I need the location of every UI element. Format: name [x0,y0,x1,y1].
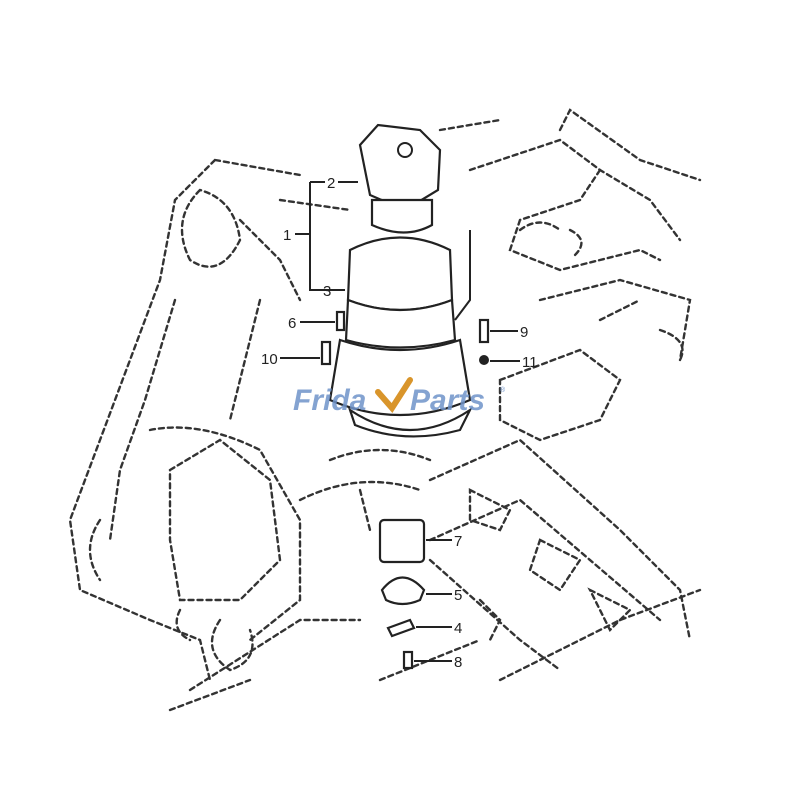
callout-11: 11 [522,354,538,371]
registered-mark: ® [500,386,506,394]
callout-6: 6 [288,315,296,332]
lock-plate [386,618,416,638]
cover-cap [380,576,426,606]
callout-4: 4 [454,620,462,637]
bolt-8 [402,650,414,670]
pin-6 [335,310,346,332]
callout-1: 1 [283,227,291,244]
check-mark-icon [375,377,413,413]
pinion-gear [378,518,426,564]
watermark-text-right: Parts [410,384,485,417]
callout-8: 8 [454,654,462,671]
washer-11 [479,355,489,365]
callout-7: 7 [454,533,462,550]
leader-lines [280,181,520,662]
bolt-10 [320,340,332,366]
watermark-logo: Frida Parts ® [293,377,506,417]
machine-frame [68,108,702,712]
callout-9: 9 [520,324,528,341]
swing-motor-assembly [328,123,473,438]
loose-parts [320,310,490,670]
callout-3: 3 [323,283,331,300]
callout-2: 2 [327,175,335,192]
callout-10: 10 [261,351,278,368]
watermark-text-left: Frida [293,384,366,417]
callout-5: 5 [454,587,462,604]
bolt-9 [478,318,490,344]
